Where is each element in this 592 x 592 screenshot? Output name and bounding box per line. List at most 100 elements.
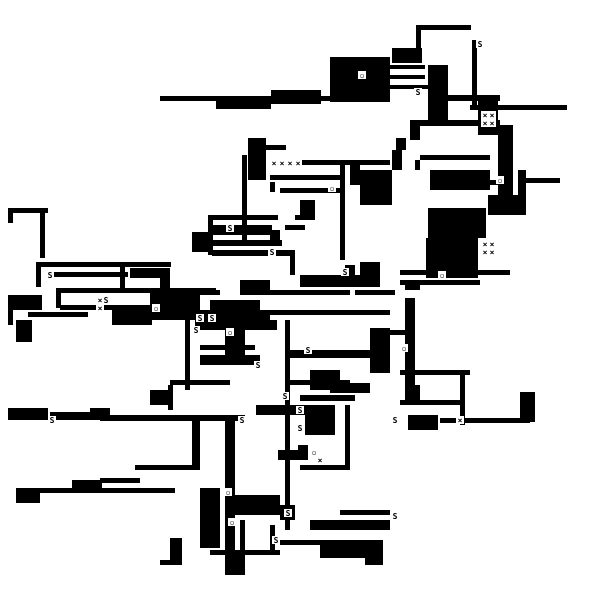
- stair-marker: S: [393, 416, 398, 425]
- trap-marker: ×: [272, 159, 277, 168]
- chest-marker: ▫: [312, 448, 317, 457]
- trap-marker: ×: [288, 159, 293, 168]
- wall-segment: [472, 40, 477, 110]
- trap-marker-backing: [481, 248, 489, 256]
- wall-segment: [212, 225, 272, 235]
- trap-marker: ×: [490, 119, 495, 128]
- wall-segment: [340, 510, 390, 515]
- stair-marker-backing: [296, 406, 304, 414]
- dungeon-walls: [8, 25, 567, 575]
- wall-segment: [400, 400, 465, 405]
- stair-marker: S: [194, 326, 199, 335]
- stair-marker-backing: [304, 346, 312, 354]
- wall-segment: [520, 178, 560, 183]
- wall-segment: [130, 268, 170, 278]
- wall-segment: [8, 408, 48, 420]
- trap-marker: ×: [483, 240, 488, 249]
- wall-segment: [321, 96, 331, 101]
- chest-marker: ▫: [440, 271, 445, 280]
- wall-segment: [420, 120, 500, 126]
- trap-marker-backing: [488, 240, 496, 248]
- wall-segment: [8, 208, 13, 223]
- wall-segment: [56, 288, 61, 308]
- trap-marker-backing: [488, 111, 496, 119]
- chest-marker-backing: [438, 271, 446, 279]
- wall-segment: [416, 25, 421, 55]
- trap-marker: ×: [490, 248, 495, 257]
- trap-marker-backing: [488, 119, 496, 127]
- chest-marker-backing: [496, 176, 504, 184]
- wall-segment: [488, 195, 523, 215]
- wall-segment: [270, 182, 275, 192]
- chest-marker-backing: [310, 448, 318, 456]
- wall-segment: [8, 295, 13, 325]
- wall-segment: [270, 230, 280, 245]
- wall-segment: [270, 290, 350, 295]
- wall-segment: [271, 90, 321, 104]
- wall-segment: [240, 520, 245, 550]
- wall-segment: [360, 262, 380, 277]
- wall-segment: [230, 495, 280, 515]
- stair-marker: S: [478, 40, 483, 49]
- stair-marker-backing: [391, 416, 399, 424]
- wall-segment: [300, 465, 350, 470]
- wall-segment: [200, 355, 260, 365]
- trap-marker-backing: [96, 304, 104, 312]
- chest-marker: ▫: [498, 176, 503, 185]
- wall-segment: [340, 160, 345, 260]
- trap-marker: ×: [490, 111, 495, 120]
- wall-segment: [12, 295, 42, 310]
- trap-marker: ×: [458, 416, 463, 425]
- wall-segment: [112, 305, 152, 325]
- stair-marker-backing: [341, 268, 349, 276]
- wall-segment: [518, 170, 526, 215]
- trap-marker-backing: [481, 119, 489, 127]
- stair-marker-backing: [226, 224, 234, 232]
- wall-segment: [295, 215, 315, 220]
- stair-marker: S: [298, 424, 303, 433]
- trap-marker-backing: [286, 159, 294, 167]
- wall-segment: [290, 350, 380, 358]
- stair-marker-backing: [196, 314, 204, 322]
- wall-segment: [440, 418, 530, 423]
- wall-segment: [285, 320, 290, 530]
- trap-marker: ×: [98, 304, 103, 313]
- wall-segment: [200, 345, 255, 350]
- wall-segment: [336, 62, 386, 68]
- trap-marker-backing: [270, 159, 278, 167]
- stair-marker-backing: [281, 392, 289, 400]
- chest-marker-backing: [358, 71, 366, 79]
- stair-marker-backing: [238, 416, 246, 424]
- stair-marker: S: [343, 268, 348, 277]
- wall-segment: [225, 555, 245, 575]
- chest-marker: ▫: [226, 488, 231, 497]
- stair-marker: S: [306, 346, 311, 355]
- wall-segment: [160, 268, 170, 288]
- wall-segment: [440, 95, 500, 101]
- stair-marker: S: [283, 392, 288, 401]
- wall-segment: [248, 138, 266, 180]
- wall-segment: [120, 262, 125, 292]
- stair-marker-backing: [192, 326, 200, 334]
- wall-segment: [100, 415, 245, 421]
- wall-segment: [72, 480, 102, 490]
- chest-marker: ▫: [230, 518, 235, 527]
- wall-segment: [168, 385, 173, 410]
- wall-segment: [8, 208, 48, 213]
- wall-segment: [415, 160, 420, 170]
- chest-marker-backing: [224, 488, 232, 496]
- wall-segment: [400, 270, 510, 275]
- chest-marker: ▫: [360, 71, 365, 80]
- wall-segment: [170, 538, 182, 563]
- wall-segment: [392, 48, 422, 63]
- wall-segment: [298, 445, 308, 460]
- chest-marker-backing: [400, 344, 408, 352]
- trap-marker-backing: [481, 240, 489, 248]
- wall-segment: [266, 145, 286, 150]
- wall-segment: [355, 290, 395, 295]
- chest-marker-backing: [226, 328, 234, 336]
- wall-segment: [40, 208, 45, 258]
- chest-marker: ▫: [154, 304, 159, 313]
